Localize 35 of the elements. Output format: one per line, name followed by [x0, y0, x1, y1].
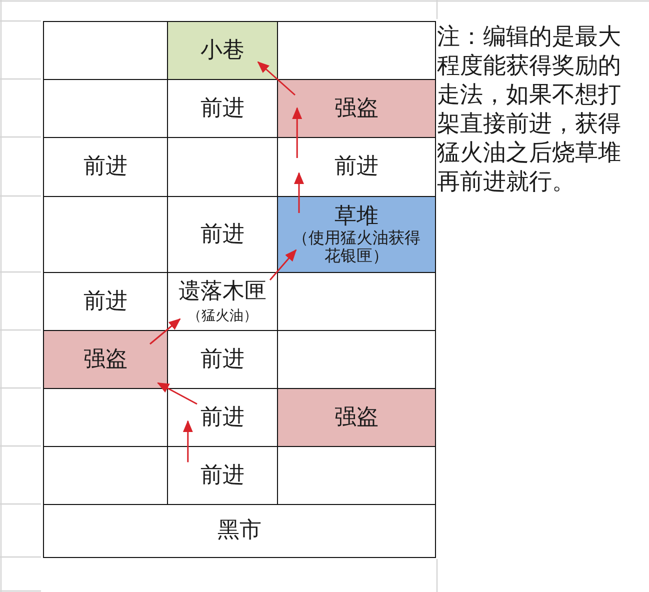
cell-title: 草堆 [334, 204, 379, 229]
table-cell: 强盗 [43, 330, 167, 388]
table-cell: 前进 [167, 79, 277, 137]
table-cell [43, 196, 167, 272]
table-cell [43, 446, 167, 504]
table-cell: 强盗 [277, 388, 436, 446]
table-cell: 前进 [167, 330, 277, 388]
table-cell [43, 21, 167, 79]
arrow [182, 420, 193, 462]
table-cell: 前进 [43, 272, 167, 330]
arrow [269, 249, 297, 280]
cell-note: （猛火油） [188, 306, 258, 324]
table-cell: 前进 [277, 137, 436, 196]
note-text: 注：编辑的是最大程度能获得奖励的走法，如果不想打架直接前进，获得猛火油之后烧草堆再前进就行。 [437, 23, 622, 197]
table-cell: 强盗 [277, 79, 436, 137]
table-cell [167, 272, 277, 330]
arrow [292, 107, 302, 158]
cell-title: 遗落木匣 [178, 278, 266, 304]
table-cell [277, 272, 436, 330]
table-cell [277, 446, 436, 504]
table-cell: 前进 [167, 388, 277, 446]
table-cell: 前进 [167, 446, 277, 504]
arrow [157, 382, 198, 405]
table-cell [43, 79, 167, 137]
arrow [257, 61, 296, 96]
table-cell [277, 21, 436, 79]
table-cell: 小巷 [167, 21, 277, 79]
table-cell [167, 137, 277, 196]
table-cell [277, 330, 436, 388]
arrow [294, 172, 304, 213]
table-cell: 前进 [43, 137, 167, 196]
table-cell: 黑市 [43, 504, 436, 558]
table-cell [277, 196, 436, 272]
table-cell: 前进 [167, 196, 277, 272]
cell-note: （使用猛火油获得花银匣） [292, 229, 422, 265]
